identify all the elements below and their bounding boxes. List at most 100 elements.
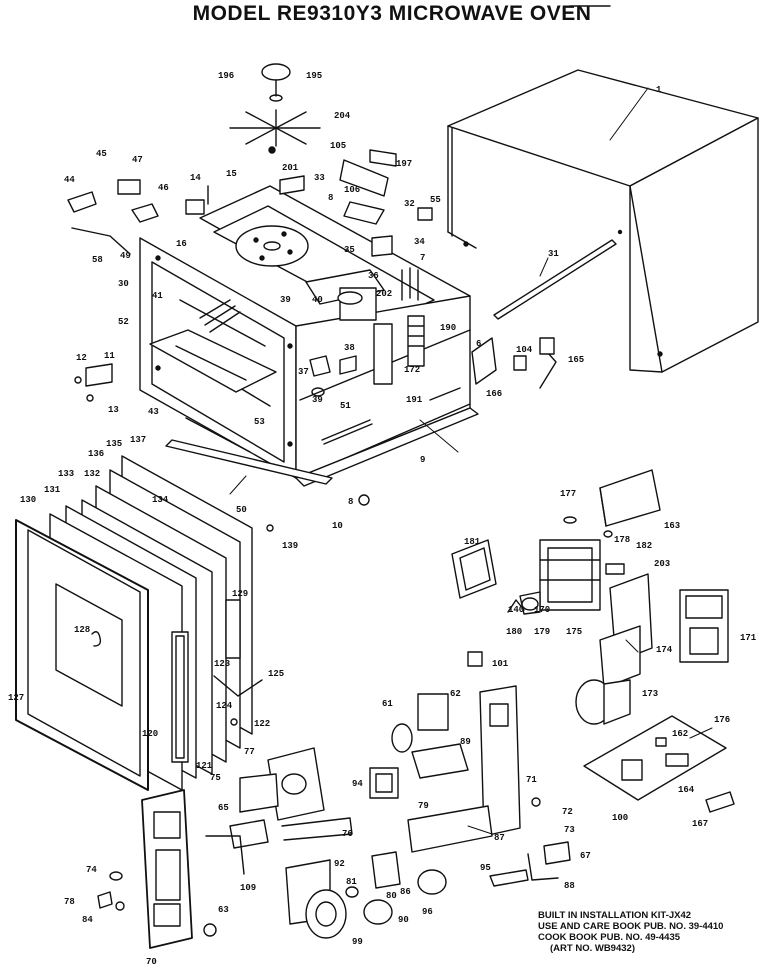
part-label: 72 [562, 807, 573, 817]
part-label: 171 [740, 633, 757, 643]
footer-use-care-book: USE AND CARE BOOK PUB. NO. 39-4410 [538, 921, 724, 932]
part-label: 109 [240, 883, 256, 893]
part-label: 89 [460, 737, 471, 747]
leader-lines [229, 87, 713, 835]
part-label: 77 [244, 747, 255, 757]
part-label: 174 [656, 645, 673, 655]
part-label: 124 [216, 701, 233, 711]
diagram-title: MODEL RE9310Y3 MICROWAVE OVEN [192, 2, 592, 25]
part-label: 8 [348, 497, 353, 507]
part-label: 86 [400, 887, 411, 897]
cabinet-rail [493, 239, 617, 320]
part-label: 173 [642, 689, 658, 699]
part-label: 73 [564, 825, 575, 835]
part-label: 204 [334, 111, 351, 121]
part-label: 58 [92, 255, 103, 265]
part-label: 1 [656, 85, 662, 95]
part-label: 32 [404, 199, 415, 209]
part-label: 129 [232, 589, 248, 599]
part-label: 175 [566, 627, 582, 637]
part-label: 170 [534, 605, 550, 615]
part-label: 101 [492, 659, 509, 669]
part-label: 47 [132, 155, 143, 165]
part-label: 8 [328, 193, 333, 203]
part-label: 90 [398, 915, 409, 925]
part-label: 87 [494, 833, 505, 843]
part-label: 81 [346, 877, 357, 887]
part-label: 31 [548, 249, 559, 259]
part-label: 61 [382, 699, 393, 709]
part-label: 180 [506, 627, 522, 637]
part-label: 38 [344, 343, 355, 353]
part-label: 182 [636, 541, 652, 551]
part-label: 36 [368, 271, 379, 281]
part-label: 71 [526, 775, 537, 785]
part-label: 12 [76, 353, 87, 363]
part-label: 177 [560, 489, 576, 499]
part-label: 96 [422, 907, 433, 917]
part-label: 80 [386, 891, 397, 901]
bottom-rail [165, 417, 370, 506]
part-label: 137 [130, 435, 146, 445]
part-label: 67 [580, 851, 591, 861]
footer-art-number: (ART NO. WB9432) [550, 943, 635, 954]
part-label: 46 [158, 183, 169, 193]
magnetron-and-fan [451, 469, 735, 813]
outer-cabinet [447, 69, 759, 373]
part-label: 11 [104, 351, 115, 361]
part-label: 49 [120, 251, 131, 261]
part-label: 162 [672, 729, 688, 739]
part-label: 9 [420, 455, 425, 465]
part-label: 78 [64, 897, 75, 907]
part-label: 165 [568, 355, 584, 365]
part-label: 53 [254, 417, 265, 427]
footer-installation-kit: BUILT IN INSTALLATION KIT-JX42 [538, 910, 692, 921]
part-label: 128 [74, 625, 90, 635]
part-label: 70 [146, 957, 157, 967]
part-label: 106 [344, 185, 360, 195]
part-label: 179 [534, 627, 550, 637]
part-label: 45 [96, 149, 107, 159]
part-label: 196 [218, 71, 234, 81]
part-label: 167 [692, 819, 708, 829]
part-label: 123 [214, 659, 230, 669]
part-label: 39 [280, 295, 291, 305]
part-label: 125 [268, 669, 284, 679]
latch-switch-parts [74, 355, 357, 402]
part-label: 131 [44, 485, 61, 495]
part-label: 35 [344, 245, 355, 255]
part-label: 30 [118, 279, 129, 289]
part-label: 195 [306, 71, 322, 81]
part-label: 44 [64, 175, 75, 185]
part-label: 132 [84, 469, 100, 479]
part-label: 120 [142, 729, 158, 739]
part-label: 84 [82, 915, 93, 925]
part-label: 181 [464, 537, 481, 547]
part-label: 40 [312, 295, 323, 305]
part-label: 39 [312, 395, 323, 405]
part-label: 122 [254, 719, 270, 729]
oven-chassis [139, 185, 479, 487]
part-label: 197 [396, 159, 412, 169]
part-labels: 1 196 195 204 201 105 197 106 33 32 55 3… [8, 71, 757, 967]
part-label: 139 [282, 541, 298, 551]
part-label: 99 [352, 937, 363, 947]
footer-cook-book: COOK BOOK PUB. NO. 49-4435 [538, 932, 681, 943]
part-label: 6 [476, 339, 481, 349]
part-label: 7 [420, 253, 425, 263]
part-label: 55 [430, 195, 441, 205]
part-label: 105 [330, 141, 346, 151]
part-label: 191 [406, 395, 423, 405]
part-label: 135 [106, 439, 122, 449]
upper-small-parts [67, 149, 433, 257]
part-label: 51 [340, 401, 351, 411]
part-label: 65 [218, 803, 229, 813]
part-label: 203 [654, 559, 670, 569]
part-label: 94 [352, 779, 363, 789]
part-label: 88 [564, 881, 575, 891]
part-label: 63 [218, 905, 229, 915]
part-label: 10 [332, 521, 343, 531]
part-label: 134 [152, 495, 169, 505]
stirrer-assembly [229, 63, 321, 154]
